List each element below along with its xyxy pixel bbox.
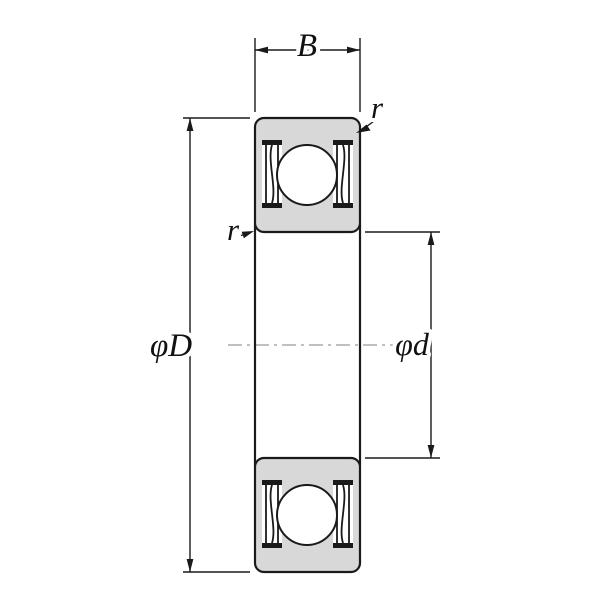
ball-bottom: [276, 484, 338, 546]
arrowhead-up: [427, 232, 435, 245]
dimension-bore-diameter-d: φd: [365, 231, 440, 459]
dimension-label-outer-diameter: φD: [150, 328, 192, 364]
arrowhead-up: [186, 118, 194, 131]
dimension-label-bore-diameter: φd: [395, 326, 430, 362]
chamfer-radius-left: r: [223, 208, 254, 251]
ring-section-top: [253, 116, 362, 234]
dimension-label-r-outer: r: [371, 90, 384, 125]
chamfer-radius-top-right: r: [356, 86, 388, 133]
arrowhead-down: [427, 445, 435, 458]
ball-top: [276, 144, 338, 206]
dimension-outer-diameter-D: φD: [146, 117, 250, 573]
dimension-label-r-inner: r: [227, 212, 240, 247]
seal-top-right: [333, 140, 353, 208]
arrowhead-corner: [241, 231, 254, 239]
ring-section-bottom: [253, 456, 362, 574]
seal-bottom-left: [262, 480, 282, 548]
dimension-label-width: B: [297, 28, 317, 64]
arrowhead-right: [347, 46, 360, 54]
arrowhead-corner: [356, 124, 371, 133]
seal-bottom-right: [333, 480, 353, 548]
bore-side-faces: [253, 224, 362, 466]
arrowhead-left: [255, 46, 268, 54]
arrowhead-down: [186, 559, 194, 572]
dimension-width-B: B: [254, 24, 361, 112]
